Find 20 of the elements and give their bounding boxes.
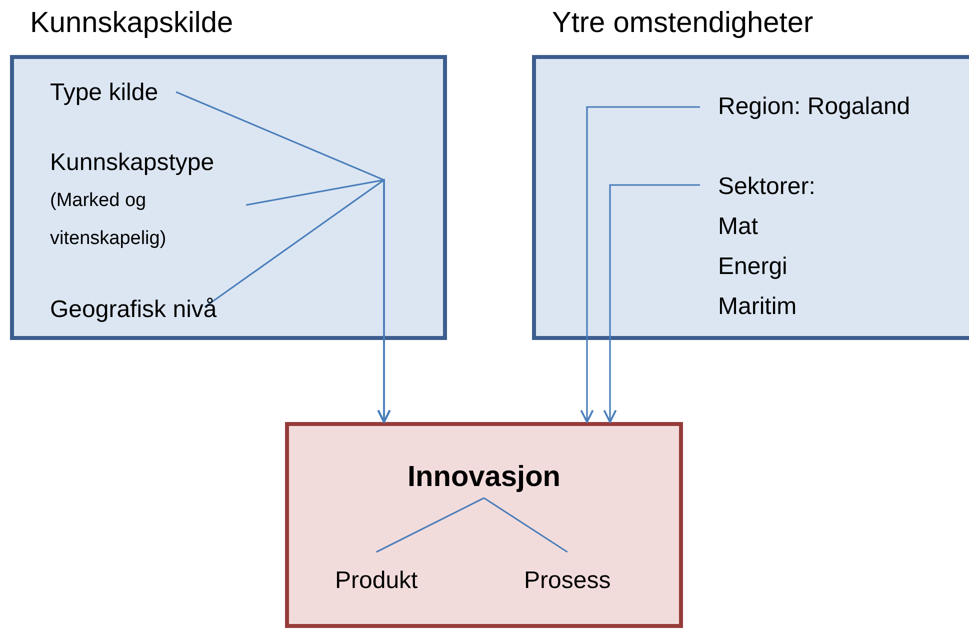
- item-label: Geografisk nivå: [50, 295, 217, 325]
- item-label: Kunnskapstype: [50, 148, 214, 178]
- panel-heading: Ytre omstendigheter: [552, 6, 814, 41]
- list-item: Maritim: [718, 292, 798, 322]
- arrow: [603, 184, 700, 423]
- innovation-box: [285, 422, 683, 628]
- item-label: Produkt: [335, 566, 418, 596]
- list-item: Mat: [718, 212, 760, 242]
- arrow: [204, 178, 391, 423]
- panel-heading: Kunnskapskilde: [30, 6, 234, 41]
- connector-line: [376, 497, 484, 553]
- connector-line: [484, 497, 568, 553]
- item-note: (Marked og vitenskapelig): [50, 189, 168, 251]
- item-label: Region: Rogaland: [718, 92, 910, 122]
- list-heading: Sektorer:: [718, 172, 816, 202]
- list-item: Energi: [718, 252, 788, 282]
- item-label: Type kilde: [50, 78, 158, 108]
- item-label: Prosess: [524, 566, 611, 596]
- box-heading: Innovasjon: [406, 462, 562, 492]
- arrow: [580, 106, 700, 423]
